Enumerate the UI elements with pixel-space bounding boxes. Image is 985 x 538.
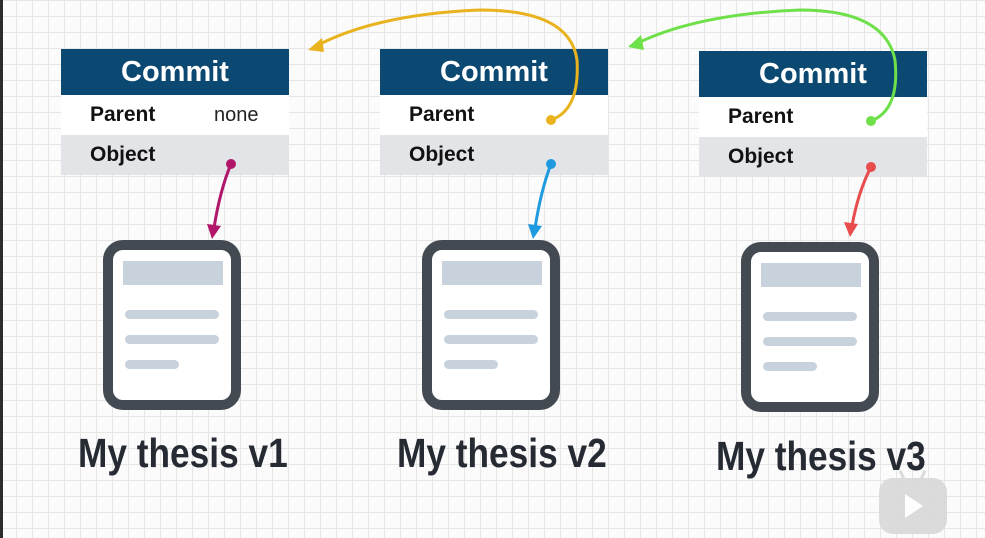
object-row: Object <box>699 137 927 177</box>
commit-title: Commit <box>699 51 927 97</box>
video-play-button[interactable] <box>879 469 947 534</box>
commit-box-1: Commit Parent none Object <box>61 49 289 175</box>
parent-value: none <box>214 104 259 126</box>
object-label: Object <box>409 143 475 166</box>
parent-label: Parent <box>90 103 156 126</box>
parent-arrow-3 <box>628 8 898 126</box>
object-arrow-2 <box>528 159 556 239</box>
object-arrow-1 <box>207 159 236 239</box>
object-row: Object <box>61 135 289 175</box>
document-caption-1: My thesis v1 <box>78 430 288 476</box>
commit-box-2: Commit Parent Object <box>380 49 608 175</box>
left-edge-bar <box>0 0 3 538</box>
parent-row: Parent none <box>61 95 289 135</box>
parent-label: Parent <box>409 103 475 126</box>
object-label: Object <box>728 145 794 168</box>
document-caption-3: My thesis v3 <box>716 433 926 479</box>
document-caption-2: My thesis v2 <box>397 430 607 476</box>
commit-title: Commit <box>61 49 289 95</box>
parent-arrow-2 <box>308 8 579 125</box>
object-row: Object <box>380 135 608 175</box>
commit-title: Commit <box>380 49 608 95</box>
document-icon-2 <box>422 240 560 410</box>
document-icon-1 <box>103 240 241 410</box>
parent-label: Parent <box>728 105 794 128</box>
play-icon <box>905 494 923 518</box>
object-arrow-3 <box>844 162 876 237</box>
document-icon-3 <box>741 242 879 412</box>
object-label: Object <box>90 143 156 166</box>
